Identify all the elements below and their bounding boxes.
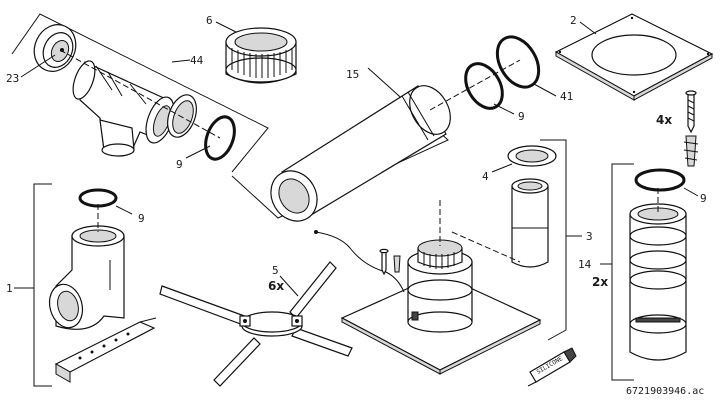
square-plate-2 xyxy=(554,13,714,101)
seal-ring-4 xyxy=(491,145,557,173)
elbow-assembly-1 xyxy=(14,183,157,387)
flashing-assembly-3 xyxy=(491,139,582,341)
callout-9-elbow: 9 xyxy=(138,212,145,225)
callout-2: 2 xyxy=(570,14,577,27)
callout-15: 15 xyxy=(346,68,359,81)
callout-1: 1 xyxy=(6,282,13,295)
flashing-screws xyxy=(379,248,401,276)
ribbed-collar-6 xyxy=(215,21,297,84)
clamp-arms xyxy=(159,261,353,387)
quantity-2x: 2x xyxy=(592,275,608,289)
callout-5: 5 xyxy=(272,264,279,277)
callout-23: 23 xyxy=(6,72,19,85)
seal-ring-9-tall xyxy=(634,168,699,197)
seal-ring-9-elbow xyxy=(78,188,133,215)
screws-and-plugs xyxy=(683,90,699,167)
roof-flashing-base xyxy=(314,200,542,375)
seal-ring-9-pipe xyxy=(464,62,515,115)
callout-9-pipe: 9 xyxy=(518,110,525,123)
quantity-4x: 4x xyxy=(656,113,672,127)
seal-ring-9-tee xyxy=(204,115,236,161)
pipe-clamp-5 xyxy=(159,261,353,387)
callout-9-tall: 9 xyxy=(700,192,707,205)
short-pipe xyxy=(511,178,549,268)
tee-pipe xyxy=(72,60,175,157)
callout-9-tee: 9 xyxy=(176,158,183,171)
callout-3: 3 xyxy=(586,230,593,243)
long-pipe-15 xyxy=(231,67,451,222)
callout-14: 14 xyxy=(578,258,592,271)
silicone-tube: SILICONE xyxy=(527,347,577,387)
quantity-6x: 6x xyxy=(268,279,284,293)
callout-4: 4 xyxy=(482,170,489,183)
callout-41: 41 xyxy=(560,90,573,103)
tall-pipe-14 xyxy=(600,163,699,381)
seal-ring-41 xyxy=(495,35,557,97)
drawing-code: 6721903946.ac xyxy=(626,386,704,397)
tee-assembly-44 xyxy=(11,13,269,173)
callout-6: 6 xyxy=(206,14,213,27)
callout-44: 44 xyxy=(190,54,204,67)
end-cap-23 xyxy=(33,24,77,72)
seal-ring-tee-inner xyxy=(167,94,197,138)
wall-bracket xyxy=(54,317,157,383)
